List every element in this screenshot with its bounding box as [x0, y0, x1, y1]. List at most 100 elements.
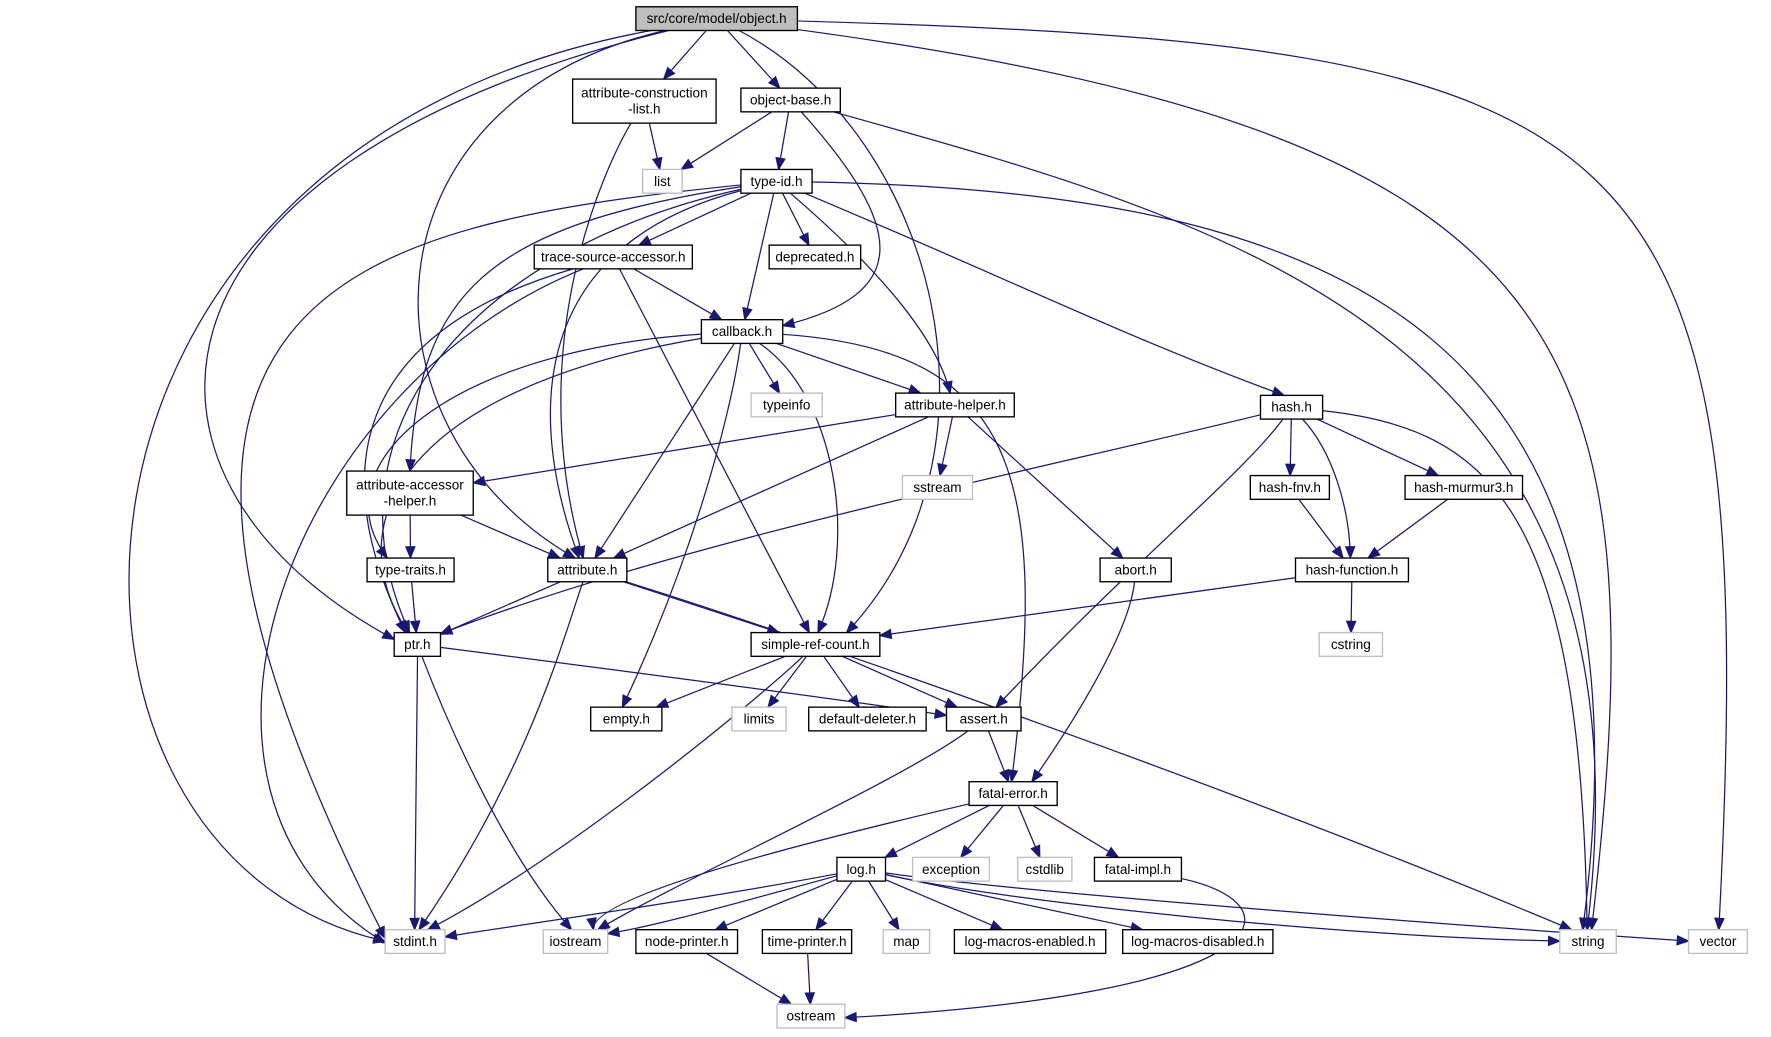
edge-attrhelper-to-attraccessor [471, 413, 896, 487]
edge-callback-to-empty [621, 343, 742, 709]
edge-line [623, 581, 780, 634]
node-object[interactable]: src/core/model/object.h [635, 6, 799, 32]
node-list[interactable]: list [641, 168, 683, 194]
node-label: vector [1699, 934, 1736, 949]
node-box [750, 392, 823, 418]
edge-line [427, 655, 804, 931]
edge-attribute-to-srefcount [623, 581, 781, 634]
edge-srefcount-to-defdeleter [823, 655, 861, 709]
node-box [1122, 929, 1274, 955]
edge-hashfunction-to-srefcount [878, 577, 1296, 640]
node-nodeprinter[interactable]: node-printer.h [635, 929, 739, 955]
node-box [1259, 394, 1324, 420]
arrowhead-icon [409, 620, 421, 635]
node-attrhelper[interactable]: attribute-helper.h [894, 392, 1015, 418]
arrowhead-icon [559, 917, 573, 931]
node-label: hash-fnv.h [1259, 480, 1321, 495]
node-defdeleter[interactable]: default-deleter.h [808, 706, 927, 732]
node-string[interactable]: string [1559, 929, 1617, 955]
arrowhead-icon [651, 156, 663, 171]
edge-nodeprinter-to-ostream [706, 952, 793, 1006]
node-label: cstring [1331, 637, 1371, 652]
node-box [635, 929, 739, 955]
node-attrconslist[interactable]: attribute-construction-list.h [571, 78, 717, 124]
edge-line [607, 875, 838, 935]
node-box [1093, 856, 1183, 882]
node-assert[interactable]: assert.h [945, 706, 1022, 732]
edge-objectbase-to-string [833, 111, 1597, 932]
node-fatalerror[interactable]: fatal-error.h [968, 781, 1058, 807]
node-cstdlib[interactable]: cstdlib [1016, 856, 1073, 882]
node-deprecated[interactable]: deprecated.h [768, 244, 862, 270]
node-logmacrosdis[interactable]: log-macros-disabled.h [1122, 929, 1274, 955]
edge-line [1032, 804, 1119, 858]
edge-line [597, 730, 969, 931]
node-timeprinter[interactable]: time-printer.h [761, 929, 853, 955]
node-box [700, 319, 784, 345]
edge-fatalerror-to-cstdlib [1017, 805, 1041, 859]
edge-fatalerror-to-exception [959, 805, 1004, 859]
node-fatalimpl[interactable]: fatal-impl.h [1093, 856, 1183, 882]
node-box [641, 168, 683, 194]
node-limits[interactable]: limits [731, 706, 787, 732]
node-tsa[interactable]: trace-source-accessor.h [533, 244, 694, 270]
node-sstream[interactable]: sstream [901, 474, 974, 500]
node-typeid[interactable]: type-id.h [740, 168, 813, 194]
node-label: stdint.h [393, 934, 437, 949]
node-ptr[interactable]: ptr.h [393, 631, 442, 657]
node-empty[interactable]: empty.h [590, 706, 663, 732]
node-label: fatal-impl.h [1105, 862, 1171, 877]
arrowhead-icon [767, 75, 781, 90]
arrowhead-icon [708, 309, 723, 321]
node-hash[interactable]: hash.h [1259, 394, 1324, 420]
node-box [911, 856, 991, 882]
node-callback[interactable]: callback.h [700, 319, 784, 345]
node-vector[interactable]: vector [1687, 929, 1748, 955]
edge-fatalerror-to-fatalimpl [1032, 804, 1120, 859]
node-label: callback.h [712, 324, 772, 339]
node-attraccessor[interactable]: attribute-accessor-helper.h [346, 470, 474, 516]
node-srefcount[interactable]: simple-ref-count.h [750, 631, 881, 657]
node-stdint[interactable]: stdint.h [384, 929, 446, 955]
arrowhead-icon [1558, 920, 1573, 931]
node-box [768, 244, 862, 270]
node-label: typeinfo [763, 397, 810, 412]
node-box [547, 557, 628, 583]
edge-srefcount-to-limits [767, 655, 807, 709]
arrowhead-icon [742, 306, 753, 322]
node-abort[interactable]: abort.h [1099, 557, 1172, 583]
node-ostream[interactable]: ostream [776, 1003, 846, 1029]
edge-log-to-logmacrosdis [885, 873, 1145, 933]
node-iostream[interactable]: iostream [542, 929, 609, 955]
edge-line [409, 186, 742, 472]
node-box [542, 929, 609, 955]
node-label: ptr.h [404, 637, 430, 652]
node-label: log.h [847, 862, 876, 877]
arrowhead-icon [781, 317, 796, 329]
node-hashfnv[interactable]: hash-fnv.h [1249, 474, 1331, 500]
node-label: object-base.h [750, 92, 831, 107]
arrowhead-icon [562, 547, 577, 559]
edge-line [884, 804, 990, 858]
node-exception[interactable]: exception [911, 856, 991, 882]
node-cstring[interactable]: cstring [1318, 631, 1384, 657]
node-map[interactable]: map [882, 929, 931, 955]
node-typeinfo[interactable]: typeinfo [750, 392, 823, 418]
node-box [894, 392, 1015, 418]
node-objectbase[interactable]: object-base.h [740, 87, 841, 113]
edge-line [833, 111, 1597, 930]
node-box [953, 929, 1107, 955]
node-log[interactable]: log.h [836, 856, 887, 882]
edge-typeid-to-attribute [549, 190, 742, 560]
arrowhead-icon [843, 1011, 857, 1023]
node-box [740, 168, 813, 194]
node-typetraits[interactable]: type-traits.h [366, 557, 455, 583]
node-logmacrosen[interactable]: log-macros-enabled.h [953, 929, 1107, 955]
node-attribute[interactable]: attribute.h [547, 557, 628, 583]
edge-callback-to-typetraits [367, 333, 702, 560]
edge-line [1302, 418, 1351, 559]
edge-line [592, 803, 970, 930]
node-hashfunction[interactable]: hash-function.h [1294, 557, 1410, 583]
arrowhead-icon [999, 768, 1010, 784]
node-hashmurmur[interactable]: hash-murmur3.h [1404, 474, 1524, 500]
